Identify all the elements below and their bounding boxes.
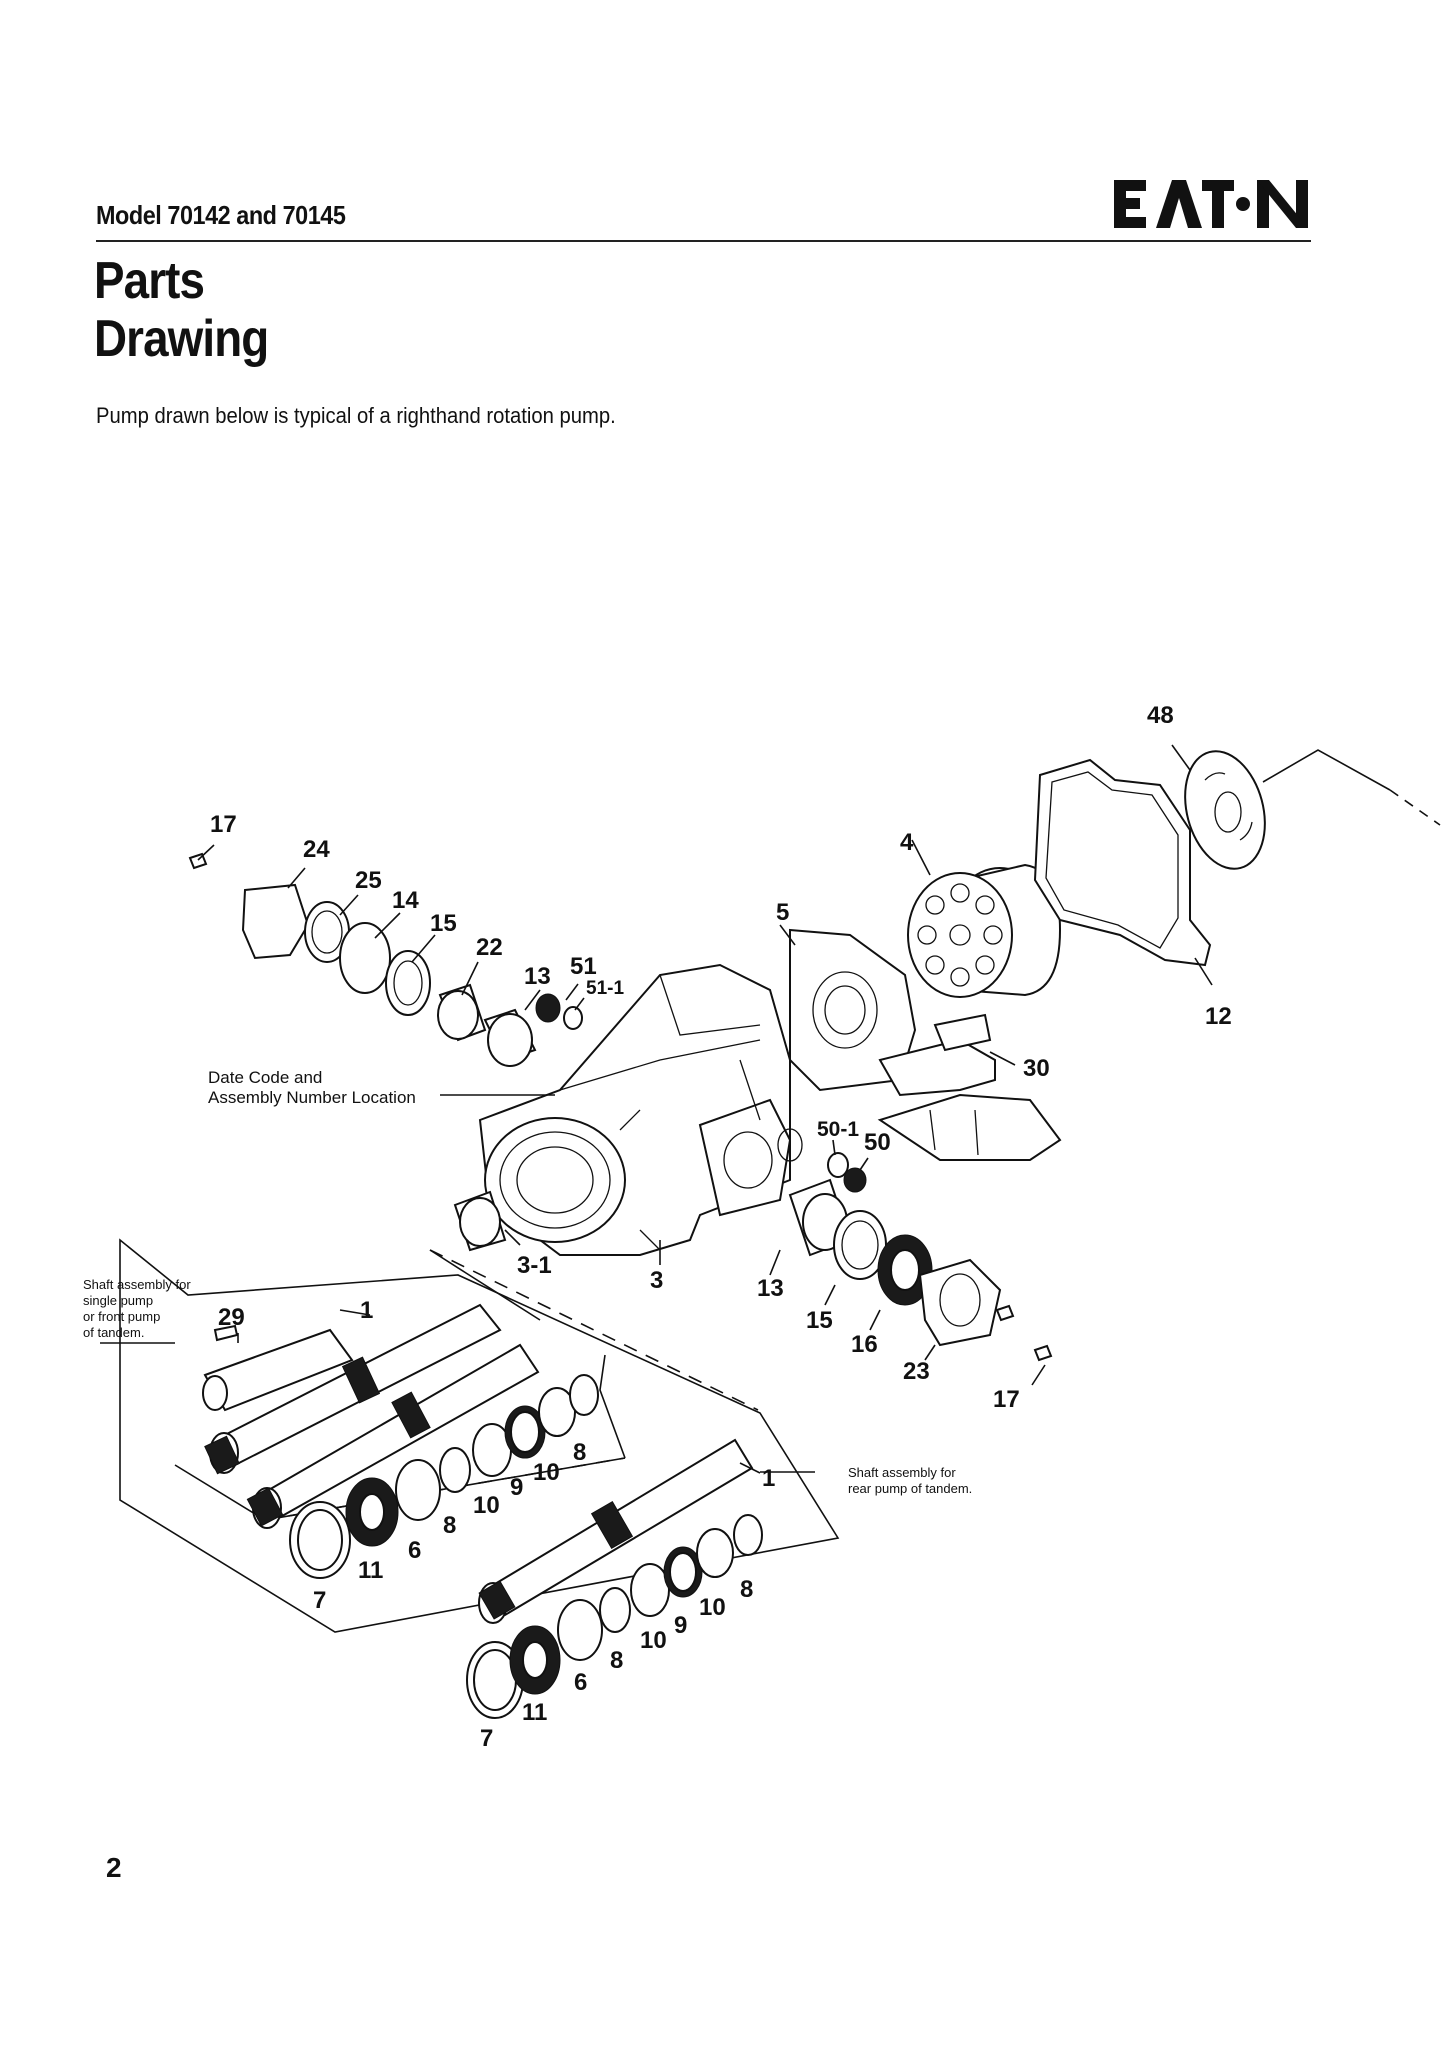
part-label: 10 bbox=[533, 1459, 560, 1486]
part-label: 8 bbox=[443, 1512, 456, 1539]
single-pump-note: Shaft assembly for single pump or front … bbox=[83, 1277, 194, 1340]
date-code-note: Date Code and Assembly Number Location bbox=[208, 1068, 416, 1107]
part-label: 25 bbox=[355, 867, 382, 894]
page-title: Parts Drawing bbox=[94, 252, 269, 368]
part-label: 22 bbox=[476, 934, 503, 961]
title-line-1: Parts bbox=[94, 252, 205, 310]
part-label: 50-1 bbox=[817, 1118, 859, 1141]
part-label: 30 bbox=[1023, 1055, 1050, 1082]
end-cover-part bbox=[789, 928, 1062, 1161]
part-label: 8 bbox=[573, 1439, 586, 1466]
part-label: 3 bbox=[650, 1267, 663, 1294]
header-rule bbox=[96, 240, 1311, 242]
part-label: 6 bbox=[574, 1669, 587, 1696]
part-label: 29 bbox=[218, 1304, 245, 1331]
part-label: 50 bbox=[864, 1129, 891, 1156]
part-label: 11 bbox=[522, 1699, 547, 1726]
front-kit-outline bbox=[119, 1238, 840, 1633]
part-label: 17 bbox=[210, 811, 237, 838]
front-shaft-parts bbox=[202, 1303, 599, 1579]
part-label: 13 bbox=[524, 963, 551, 990]
title-line-2: Drawing bbox=[94, 310, 269, 368]
front-cover-parts bbox=[188, 852, 583, 1252]
part-label: 7 bbox=[480, 1725, 493, 1752]
pump-housing-part bbox=[478, 963, 803, 1256]
part-label: 23 bbox=[903, 1358, 930, 1385]
part-label: 48 bbox=[1147, 702, 1174, 729]
part-label: 15 bbox=[430, 910, 457, 937]
rear-shaft-parts bbox=[466, 1438, 763, 1719]
part-label: 11 bbox=[358, 1557, 383, 1584]
part-label: 3-1 bbox=[517, 1252, 552, 1279]
rear-pump-note: Shaft assembly for rear pump of tandem. bbox=[848, 1465, 972, 1496]
part-label: 5 bbox=[776, 899, 789, 926]
part-label: 10 bbox=[473, 1492, 500, 1519]
part-label: 8 bbox=[740, 1576, 753, 1603]
leader-lines bbox=[100, 744, 1213, 1474]
part-label: 9 bbox=[510, 1474, 523, 1501]
intro-text: Pump drawn below is typical of a rightha… bbox=[96, 403, 616, 428]
part-number-labels: 17 24 25 14 15 22 13 51 51-1 5 4 48 12 3… bbox=[210, 702, 1232, 1752]
part-label: 17 bbox=[993, 1386, 1020, 1413]
part-label: 10 bbox=[640, 1627, 667, 1654]
part-label: 7 bbox=[313, 1587, 326, 1614]
part-label: 24 bbox=[303, 836, 330, 863]
part-label: 8 bbox=[610, 1647, 623, 1674]
part-label: 10 bbox=[699, 1594, 726, 1621]
part-label: 51 bbox=[570, 953, 597, 980]
eaton-logo bbox=[1114, 180, 1308, 228]
part-label: 1 bbox=[762, 1465, 775, 1492]
part-label: 13 bbox=[757, 1275, 784, 1302]
rear-small-parts bbox=[788, 1152, 1053, 1362]
port-plate-part bbox=[1184, 750, 1266, 870]
part-label: 9 bbox=[674, 1612, 687, 1639]
part-label: 14 bbox=[392, 887, 419, 914]
part-label: 16 bbox=[851, 1331, 878, 1358]
part-label: 15 bbox=[806, 1307, 833, 1334]
page-number: 2 bbox=[106, 1852, 122, 1883]
part-label: 12 bbox=[1205, 1003, 1232, 1030]
model-heading: Model 70142 and 70145 bbox=[96, 200, 346, 230]
part-label: 4 bbox=[900, 829, 914, 856]
part-label: 6 bbox=[408, 1537, 421, 1564]
part-label: 51-1 bbox=[586, 978, 624, 999]
rotating-group-part bbox=[907, 863, 1062, 1052]
part-label: 1 bbox=[360, 1297, 373, 1324]
